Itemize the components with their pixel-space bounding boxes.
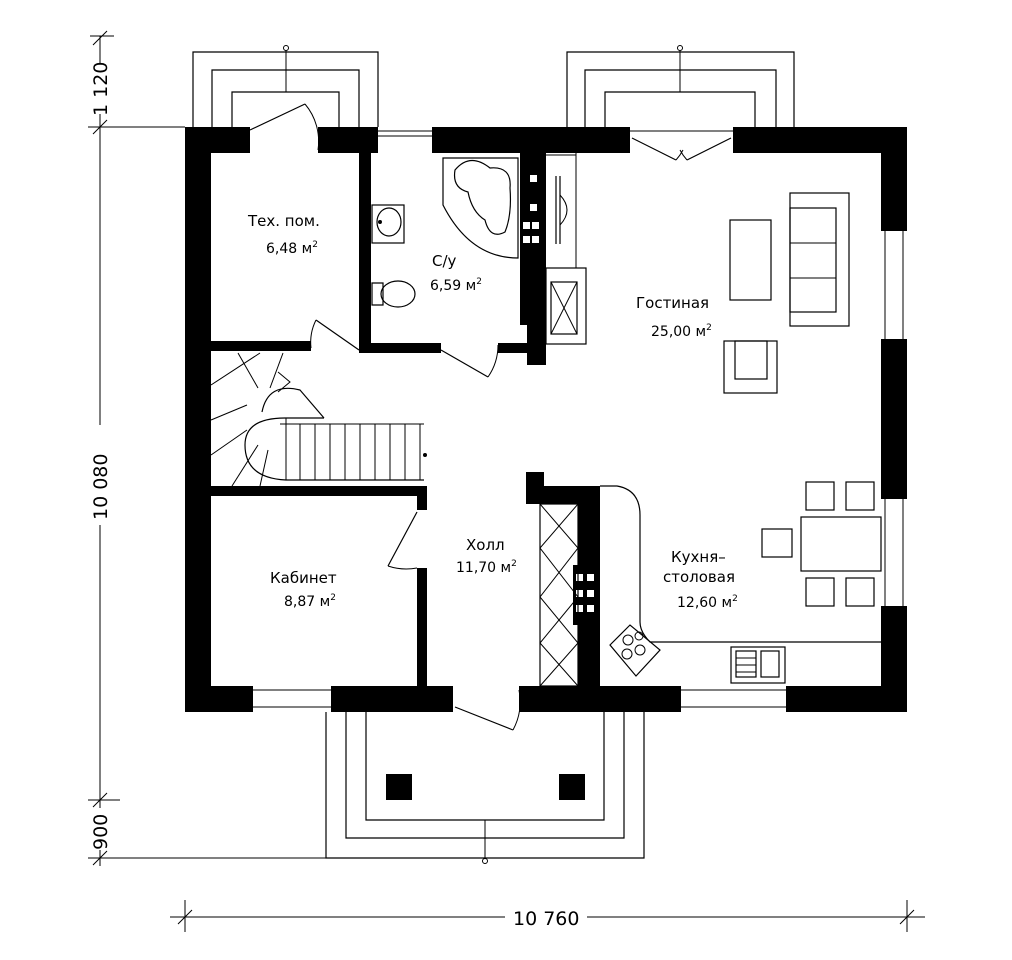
fireplace <box>545 153 587 345</box>
top-left-porch <box>192 45 379 127</box>
room-area-tech: 6,48 м <box>266 241 312 257</box>
room-label-office: Кабинет 8,87 м2 <box>270 569 337 610</box>
doors <box>249 103 732 731</box>
top-right-porch <box>566 45 795 127</box>
room-name-bath: С/у <box>432 252 457 270</box>
dim-top-porch: 1 120 <box>90 62 112 116</box>
living-furniture <box>723 192 850 394</box>
room-area-hall: 11,70 м <box>456 560 511 576</box>
interior-walls <box>211 153 600 686</box>
svg-text:12,60 м2: 12,60 м2 <box>677 594 738 611</box>
staircase <box>210 352 427 487</box>
dim-width: 10 760 <box>513 908 579 930</box>
windows <box>253 130 904 708</box>
room-name-hall: Холл <box>466 536 505 554</box>
room-label-tech: Тех. пом. 6,48 м2 <box>247 212 320 257</box>
svg-text:11,70 м2: 11,70 м2 <box>456 559 517 576</box>
room-area-living: 25,00 м <box>651 324 706 340</box>
room-label-living: Гостиная 25,00 м2 <box>636 294 712 340</box>
bottom-porch <box>325 712 645 864</box>
room-name-living: Гостиная <box>636 294 709 312</box>
room-name-kitchen-1: Кухня– <box>671 548 726 566</box>
room-area-kitchen: 12,60 м <box>677 595 732 611</box>
room-label-bath: С/у 6,59 м2 <box>430 252 482 294</box>
room-area-office: 8,87 м <box>284 594 330 610</box>
vent-ducts <box>523 175 594 612</box>
room-name-office: Кабинет <box>270 569 337 587</box>
svg-text:6,48 м2: 6,48 м2 <box>266 240 318 257</box>
room-label-hall: Холл 11,70 м2 <box>456 536 517 576</box>
room-name-tech: Тех. пом. <box>247 212 320 230</box>
wardrobe <box>539 503 579 687</box>
svg-text:6,59 м2: 6,59 м2 <box>430 277 482 294</box>
room-name-kitchen-2: столовая <box>663 568 735 586</box>
room-area-bath: 6,59 м <box>430 278 476 294</box>
room-label-kitchen: Кухня– столовая 12,60 м2 <box>663 548 738 611</box>
exterior-walls <box>185 127 907 712</box>
kitchen-furniture <box>600 481 882 684</box>
svg-text:25,00 м2: 25,00 м2 <box>651 323 712 340</box>
dim-bottom-porch: 900 <box>90 814 112 850</box>
dim-height: 10 080 <box>90 454 112 520</box>
svg-text:8,87 м2: 8,87 м2 <box>284 593 336 610</box>
bath-fixtures <box>371 157 519 308</box>
